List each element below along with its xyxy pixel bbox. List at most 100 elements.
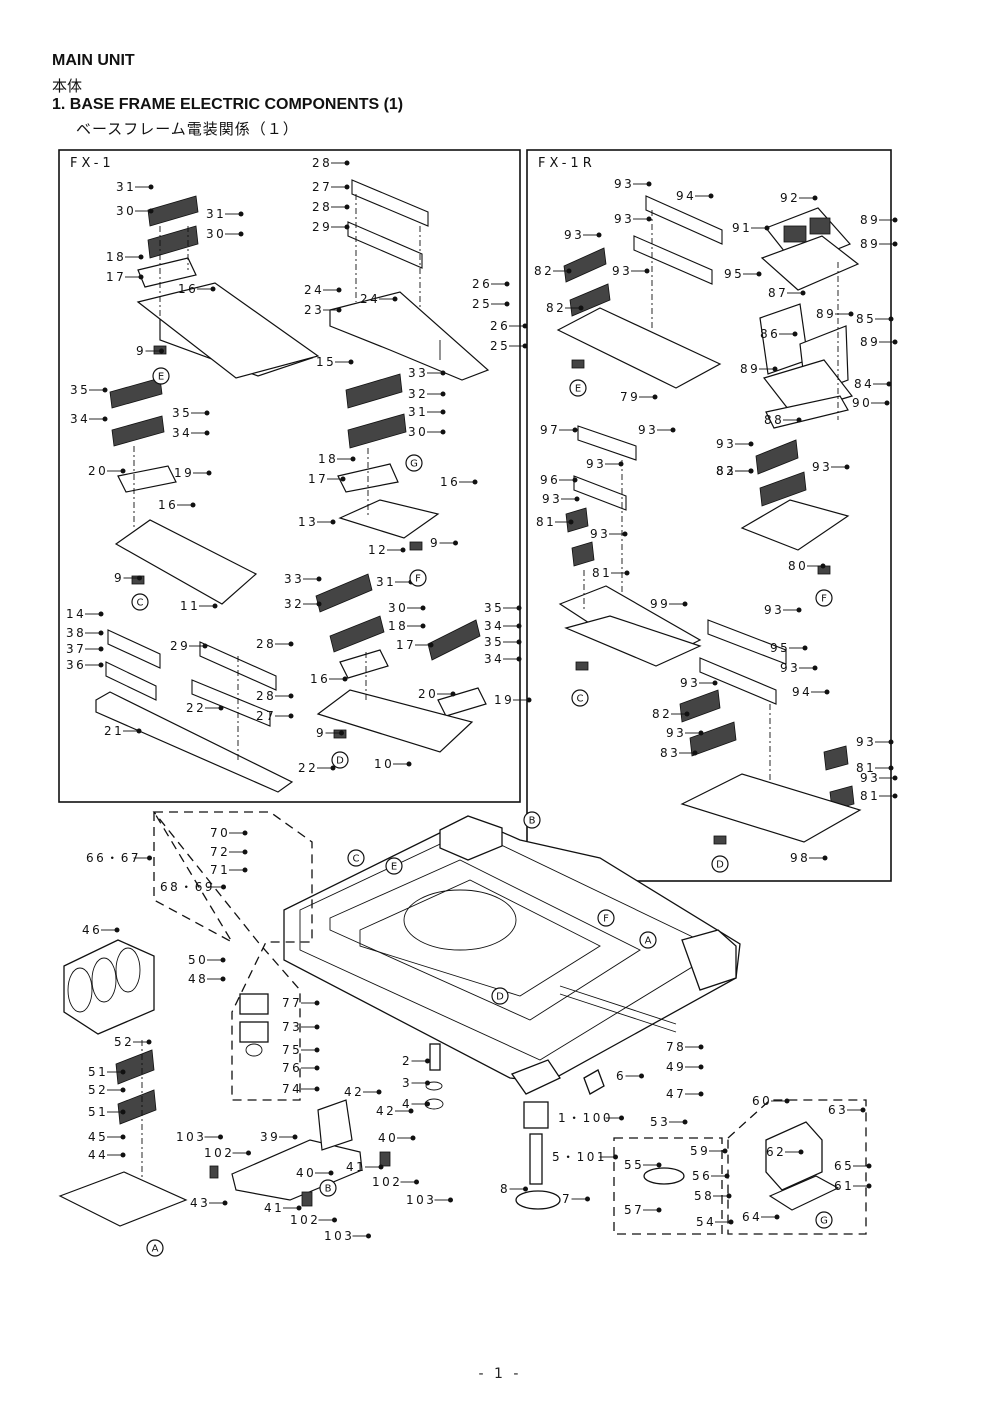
callout-circle [597, 909, 615, 927]
screw-dot [824, 689, 830, 695]
screw-dot [328, 1170, 334, 1176]
screw-dot [242, 867, 248, 873]
section-title: 1. BASE FRAME ELECTRIC COMPONENTS (1) [52, 96, 404, 113]
callout-letter: C [137, 598, 144, 609]
callout-marker: A [146, 1239, 164, 1257]
part-label: 103 [176, 1130, 206, 1144]
part-label: 4 [402, 1097, 412, 1111]
part-label: 6 [616, 1069, 626, 1083]
part-label: 82 [546, 301, 566, 315]
part-label: 3 [402, 1076, 412, 1090]
screw-dot [344, 184, 350, 190]
callout-circle [711, 855, 729, 873]
screw-dot [159, 348, 164, 354]
callout-letter: D [496, 992, 504, 1003]
part-label: 72 [210, 845, 230, 859]
part-label: 27 [312, 180, 332, 194]
screw-dot [425, 1101, 430, 1107]
part-label: 78 [666, 1040, 686, 1054]
callout-marker: D [491, 987, 509, 1005]
part-label: 43 [190, 1196, 210, 1210]
screw-dot [618, 461, 624, 467]
screw-dot [344, 160, 350, 166]
part-label: 93 [860, 771, 880, 785]
part-label: 63 [828, 1103, 848, 1117]
part-label: 93 [780, 661, 800, 675]
screw-dot [796, 607, 802, 613]
callout-circle [131, 593, 149, 611]
screw-dot [98, 611, 104, 617]
screw-dot [728, 1219, 734, 1225]
callout-letter: D [336, 756, 344, 767]
part-label: 81 [856, 761, 876, 775]
part-label: 55 [624, 1158, 644, 1172]
part-label: 1・100 [558, 1111, 613, 1125]
screw-dot [148, 208, 154, 214]
callout-marker: B [319, 1179, 337, 1197]
leader-lines [85, 160, 898, 1239]
screw-dot [892, 793, 898, 799]
screw-dot [684, 711, 690, 717]
screw-dot [146, 1039, 152, 1045]
part-label: 8 [500, 1182, 510, 1196]
part-label: 73 [282, 1020, 302, 1034]
screw-dot [812, 195, 818, 201]
screw-dot [242, 849, 248, 855]
callout-circle [571, 689, 589, 707]
panel-label-fx1: FX-1 [70, 156, 115, 171]
screw-dot [796, 417, 802, 423]
screw-dot [516, 639, 522, 645]
screw-dot [336, 307, 342, 313]
screw-dot [682, 601, 688, 607]
callout-letter: A [645, 936, 652, 947]
part-label: 65 [834, 1159, 854, 1173]
part-label: 53 [650, 1115, 670, 1129]
screw-dot [585, 1196, 590, 1202]
screw-dot [120, 1109, 126, 1115]
part-label: 21 [104, 724, 124, 738]
part-label: 59 [690, 1144, 710, 1158]
screw-dot [148, 184, 154, 190]
part-label: 82 [534, 264, 554, 278]
screw-dot [848, 311, 854, 317]
part-label: 99 [650, 597, 670, 611]
screw-dot [292, 1134, 298, 1140]
screw-dot [350, 456, 356, 462]
part-label: 9 [430, 536, 440, 550]
part-label: 12 [368, 543, 388, 557]
part-label: 35 [70, 383, 90, 397]
part-label: 25 [472, 297, 492, 311]
part-label: 26 [490, 319, 510, 333]
screw-dot [646, 216, 652, 222]
screw-dot [774, 1214, 780, 1220]
screw-dot [138, 274, 144, 280]
callout-letter: C [353, 854, 360, 865]
part-label: 93 [716, 437, 736, 451]
foot-parts [239, 993, 840, 1211]
part-label: 52 [88, 1083, 108, 1097]
screw-dot [440, 409, 446, 415]
callout-circle [347, 849, 365, 867]
part-label: 28 [256, 689, 276, 703]
part-label: 34 [484, 652, 504, 666]
callout-circle [146, 1239, 164, 1257]
callout-circle [405, 454, 423, 472]
bracket-39 [209, 1099, 391, 1207]
part-label: 103 [324, 1229, 354, 1243]
part-label: 81 [592, 566, 612, 580]
screw-dot [884, 400, 890, 406]
callout-letter: G [820, 1216, 828, 1227]
base-frame [283, 815, 741, 1095]
part-label: 30 [388, 601, 408, 615]
screw-dot [624, 570, 630, 576]
part-label: 76 [282, 1061, 302, 1075]
screw-dot [314, 1024, 320, 1030]
part-label: 61 [834, 1179, 854, 1193]
part-label: 96 [540, 473, 560, 487]
group-60-outline [727, 1099, 867, 1235]
part-label: 88 [764, 413, 784, 427]
screw-dot [344, 224, 350, 230]
callout-circle [815, 589, 833, 607]
